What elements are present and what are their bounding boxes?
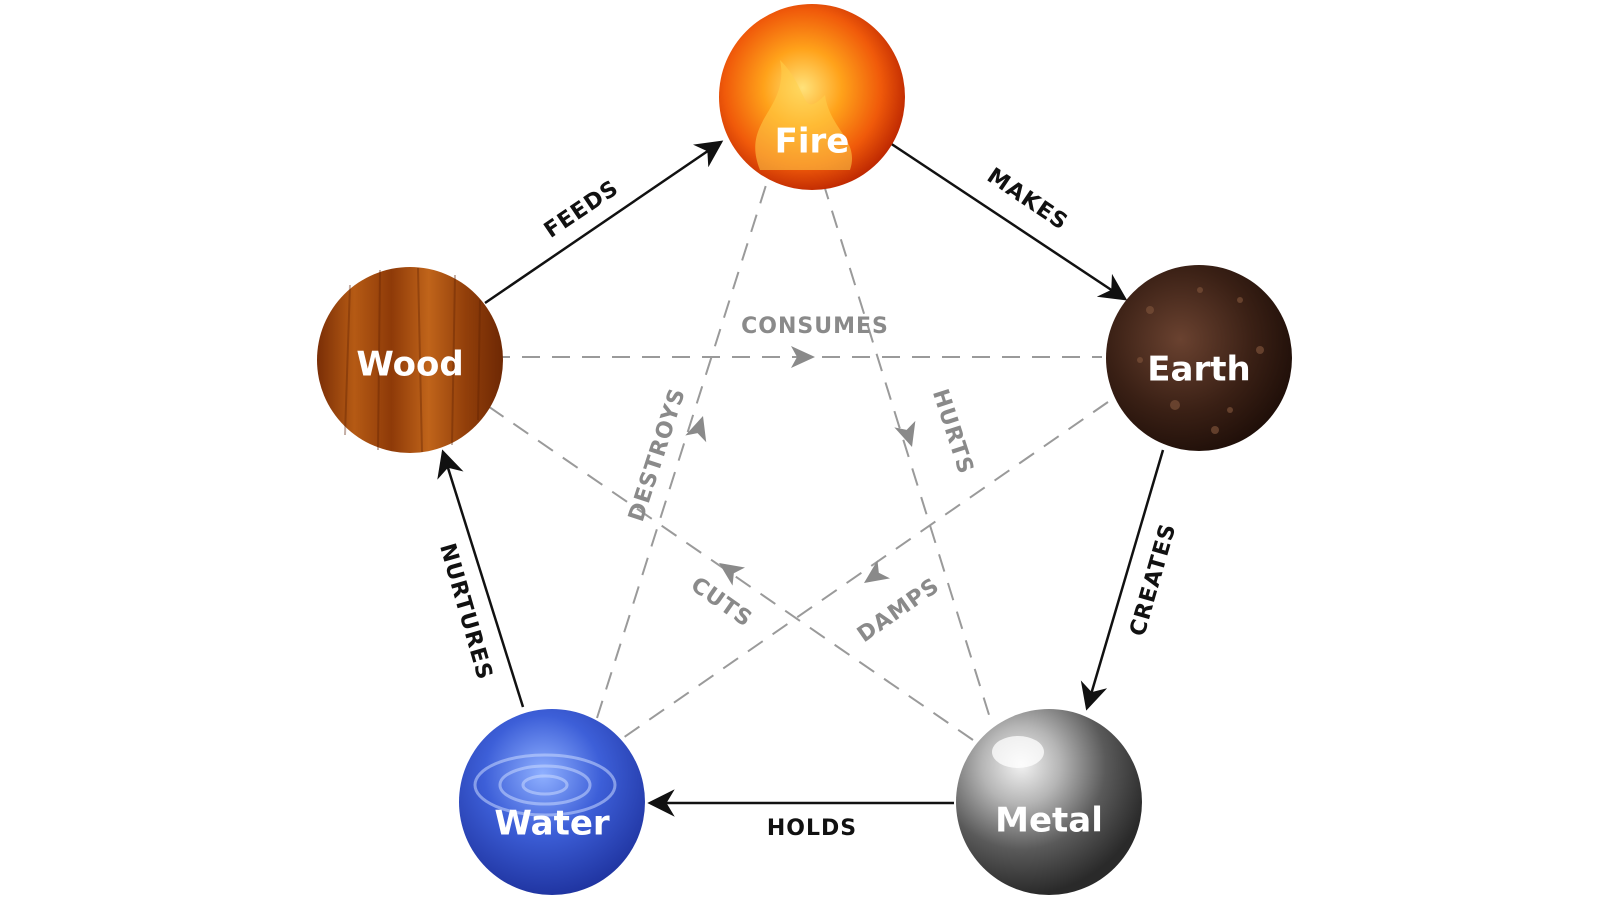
feeds-label: FEEDS xyxy=(540,176,624,244)
metal-label: Metal xyxy=(995,801,1103,841)
nurtures-label: NURTURES xyxy=(434,541,497,683)
hurts-arrowhead xyxy=(894,420,916,447)
fire-label: Fire xyxy=(775,122,850,162)
wood-circle xyxy=(317,267,503,453)
damps-label: DAMPS xyxy=(853,573,944,647)
cuts-label: CUTS xyxy=(686,573,757,633)
node-earth: Earth xyxy=(1106,265,1292,451)
wood-fire-arrow xyxy=(484,140,724,305)
earth-metal-arrow xyxy=(1080,449,1165,711)
makes-label: MAKES xyxy=(982,164,1072,236)
generating-cycle xyxy=(437,140,1165,817)
controlling-cycle xyxy=(481,181,1109,741)
holds-label: HOLDS xyxy=(767,816,857,841)
water-fire-dashed-line xyxy=(596,181,768,719)
controlling-arrowheads xyxy=(685,346,916,586)
wood-grain xyxy=(344,267,481,453)
cuts-arrowhead xyxy=(719,563,746,586)
earth-soil-texture xyxy=(1137,287,1264,434)
water-ripples xyxy=(473,753,617,817)
consumes-arrowhead xyxy=(791,346,815,368)
destroys-arrowhead xyxy=(685,416,707,443)
node-wood: Wood xyxy=(317,267,503,453)
node-water: Water xyxy=(459,709,645,895)
creates-label: CREATES xyxy=(1125,521,1181,640)
wood-label: Wood xyxy=(356,345,463,385)
metal-wood-dashed-line xyxy=(481,401,974,741)
hurts-label: HURTS xyxy=(927,386,978,478)
fire-metal-dashed-line xyxy=(822,181,991,719)
consumes-label: CONSUMES xyxy=(741,314,889,339)
fire-flames xyxy=(755,60,853,170)
water-label: Water xyxy=(494,804,610,844)
damps-arrowhead xyxy=(864,560,890,583)
node-metal: Metal xyxy=(956,709,1142,895)
metal-highlight xyxy=(992,736,1044,768)
fire-earth-arrow xyxy=(889,141,1128,301)
water-circle xyxy=(459,709,645,895)
water-wood-arrow xyxy=(437,449,525,708)
node-fire: Fire xyxy=(719,4,905,190)
earth-water-dashed-line xyxy=(619,401,1109,741)
earth-label: Earth xyxy=(1147,350,1250,390)
